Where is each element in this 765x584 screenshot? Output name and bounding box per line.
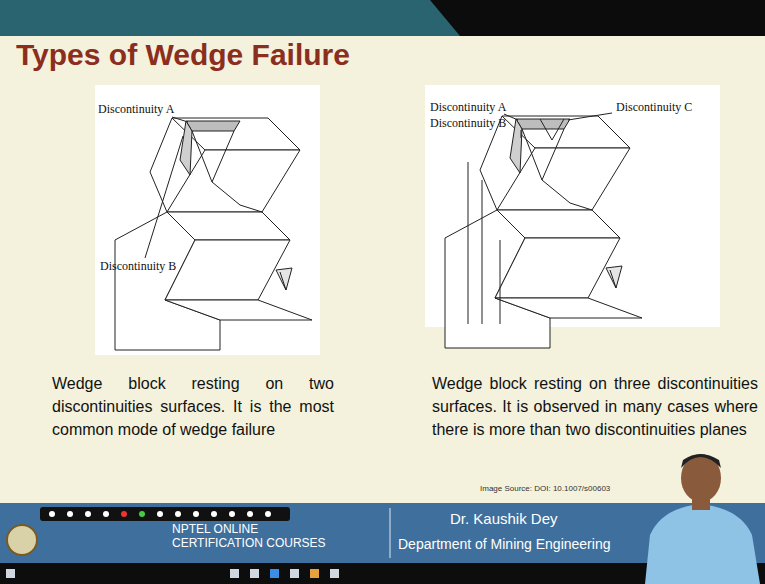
discontinuity-trace [212, 182, 262, 212]
presenter-figure [645, 454, 760, 584]
edge-line [150, 118, 172, 212]
instructor-name: Dr. Kaushik Dey [450, 510, 558, 527]
taskbar-icon [250, 569, 259, 578]
taskbar-icon [290, 569, 299, 578]
discontinuity-c-trace [540, 119, 564, 140]
taskbar-icon [330, 569, 339, 578]
small-wedge [276, 268, 292, 290]
figure-caption: Wedge block resting on three discontinui… [432, 372, 758, 441]
taskbar-icon [6, 569, 15, 578]
image-panel [95, 85, 320, 355]
presenter-hair [681, 454, 721, 468]
leader-line [145, 136, 183, 258]
tool-icon [265, 511, 271, 517]
tool-icon [247, 511, 253, 517]
tool-icon [67, 511, 73, 517]
discontinuity-label: Discontinuity C [616, 101, 692, 115]
annotation-toolbar [40, 507, 290, 521]
department-name: Department of Mining Engineering [398, 536, 610, 552]
top-bar [0, 0, 460, 36]
discontinuity-label: Discontinuity A [430, 101, 506, 115]
tool-icon [139, 511, 145, 517]
slope-block [115, 118, 312, 350]
tool-icon [85, 511, 91, 517]
toolbar-icons [49, 511, 271, 517]
taskbar-icon [310, 569, 319, 578]
slope-block [445, 116, 642, 348]
wedge-line [280, 272, 286, 290]
slide-title: Types of Wedge Failure [16, 38, 350, 72]
wedge-line [192, 131, 234, 182]
tool-icon [175, 511, 181, 517]
figure-caption: Wedge block resting on two discontinuiti… [52, 372, 334, 441]
taskbar-icon [230, 569, 239, 578]
leader-line [521, 130, 522, 138]
presenter-head [681, 454, 721, 502]
toe-surface [165, 300, 312, 320]
tool-icon [103, 511, 109, 517]
wedge-top [186, 121, 240, 131]
bench-surface [167, 212, 290, 240]
strata-line [482, 180, 483, 324]
slope-block [445, 116, 642, 348]
leader-line [172, 117, 188, 122]
course-name: NPTEL ONLINE CERTIFICATION COURSES [172, 523, 342, 551]
leader-line [568, 113, 612, 120]
tool-icon [229, 511, 235, 517]
discontinuity-label: Discontinuity A [98, 103, 174, 117]
slope-face [165, 240, 290, 300]
top-bar-dark [430, 0, 765, 36]
taskbar-icons [6, 569, 339, 578]
discontinuity-label: Discontinuity B [100, 260, 176, 274]
tool-icon [49, 511, 55, 517]
tool-icon [193, 511, 199, 517]
tool-icon [211, 511, 217, 517]
presenter-shirt [645, 504, 760, 584]
image-source: Image Source: DOI: 10.1007/s00603 [480, 484, 610, 493]
strata-line [500, 240, 501, 324]
discontinuity-label: Discontinuity B [430, 117, 506, 131]
leader-lines [145, 113, 612, 258]
tool-icon [157, 511, 163, 517]
wedge-face [180, 121, 192, 175]
logo [7, 525, 37, 555]
taskbar-icon [270, 569, 279, 578]
divider [390, 508, 391, 558]
tool-icon [121, 511, 127, 517]
strata-line [468, 162, 469, 324]
